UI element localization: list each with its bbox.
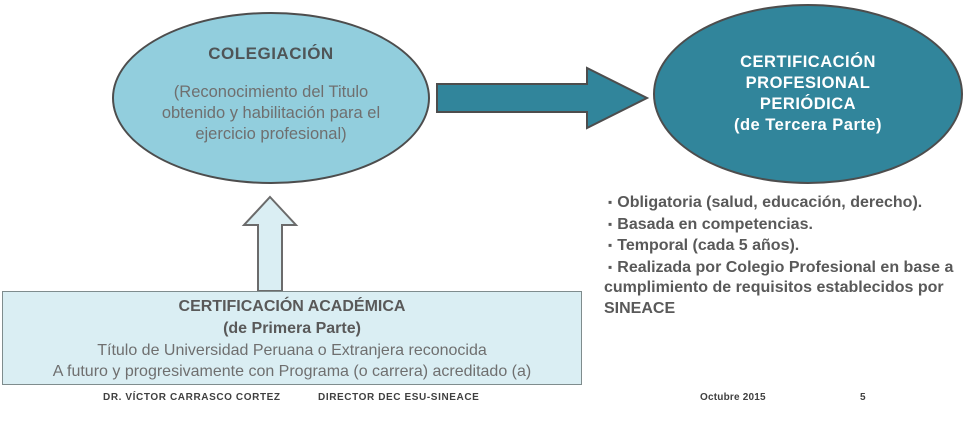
certificacion-profesional-line2: PROFESIONAL xyxy=(745,74,871,92)
bullet-text: Realizada por Colegio Profesional en bas… xyxy=(604,258,954,317)
colegiacion-ellipse: COLEGIACIÓN (Reconocimiento del Titulo o… xyxy=(112,12,430,184)
footer-page-number: 5 xyxy=(860,392,867,403)
certificacion-profesional-ellipse: CERTIFICACIÓN PROFESIONAL PERIÓDICA (de … xyxy=(653,4,963,184)
footer-author: DR. VÍCTOR CARRASCO CORTEZ xyxy=(103,392,281,403)
footer-role: DIRECTOR DEC ESU-SINEACE xyxy=(318,392,480,403)
bullet-text: Temporal (cada 5 años). xyxy=(617,237,800,254)
list-item: ▪ Temporal (cada 5 años). xyxy=(604,235,975,257)
certificacion-academica-line2: A futuro y progresivamente con Programa … xyxy=(52,363,532,380)
up-arrow-icon xyxy=(241,195,299,292)
list-item: ▪Realizada por Colegio Profesional en ba… xyxy=(604,257,975,320)
certificacion-academica-subtitle: (de Primera Parte) xyxy=(223,320,361,337)
certificacion-profesional-line3: PERIÓDICA xyxy=(759,95,857,113)
list-item: ▪ Basada en competencias. xyxy=(604,214,975,236)
bullet-icon: ▪ xyxy=(608,216,613,231)
bullet-text: Basada en competencias. xyxy=(617,215,813,233)
certificacion-academica-box: CERTIFICACIÓN ACADÉMICA (de Primera Part… xyxy=(2,291,582,385)
bullet-text: Obligatoria (salud, educación, derecho). xyxy=(617,194,923,211)
certificacion-profesional-line1: CERTIFICACIÓN xyxy=(740,53,876,71)
footer-date: Octubre 2015 xyxy=(700,392,766,403)
list-item: ▪ Obligatoria (salud, educación, derecho)… xyxy=(604,192,975,214)
certificacion-profesional-line4: (de Tercera Parte) xyxy=(733,116,883,134)
colegiacion-description: (Reconocimiento del Titulo obtenido y ha… xyxy=(161,82,381,143)
bullet-icon: ▪ xyxy=(608,195,613,209)
colegiacion-title: COLEGIACIÓN xyxy=(208,43,334,63)
bullet-icon: ▪ xyxy=(608,259,613,274)
certificacion-academica-title: CERTIFICACIÓN ACADÉMICA xyxy=(178,298,406,315)
bullet-list: ▪ Obligatoria (salud, educación, derecho)… xyxy=(604,192,975,319)
bullet-icon: ▪ xyxy=(608,238,613,252)
right-arrow-icon xyxy=(436,66,650,130)
certificacion-academica-line1: Título de Universidad Peruana o Extranje… xyxy=(97,342,487,359)
